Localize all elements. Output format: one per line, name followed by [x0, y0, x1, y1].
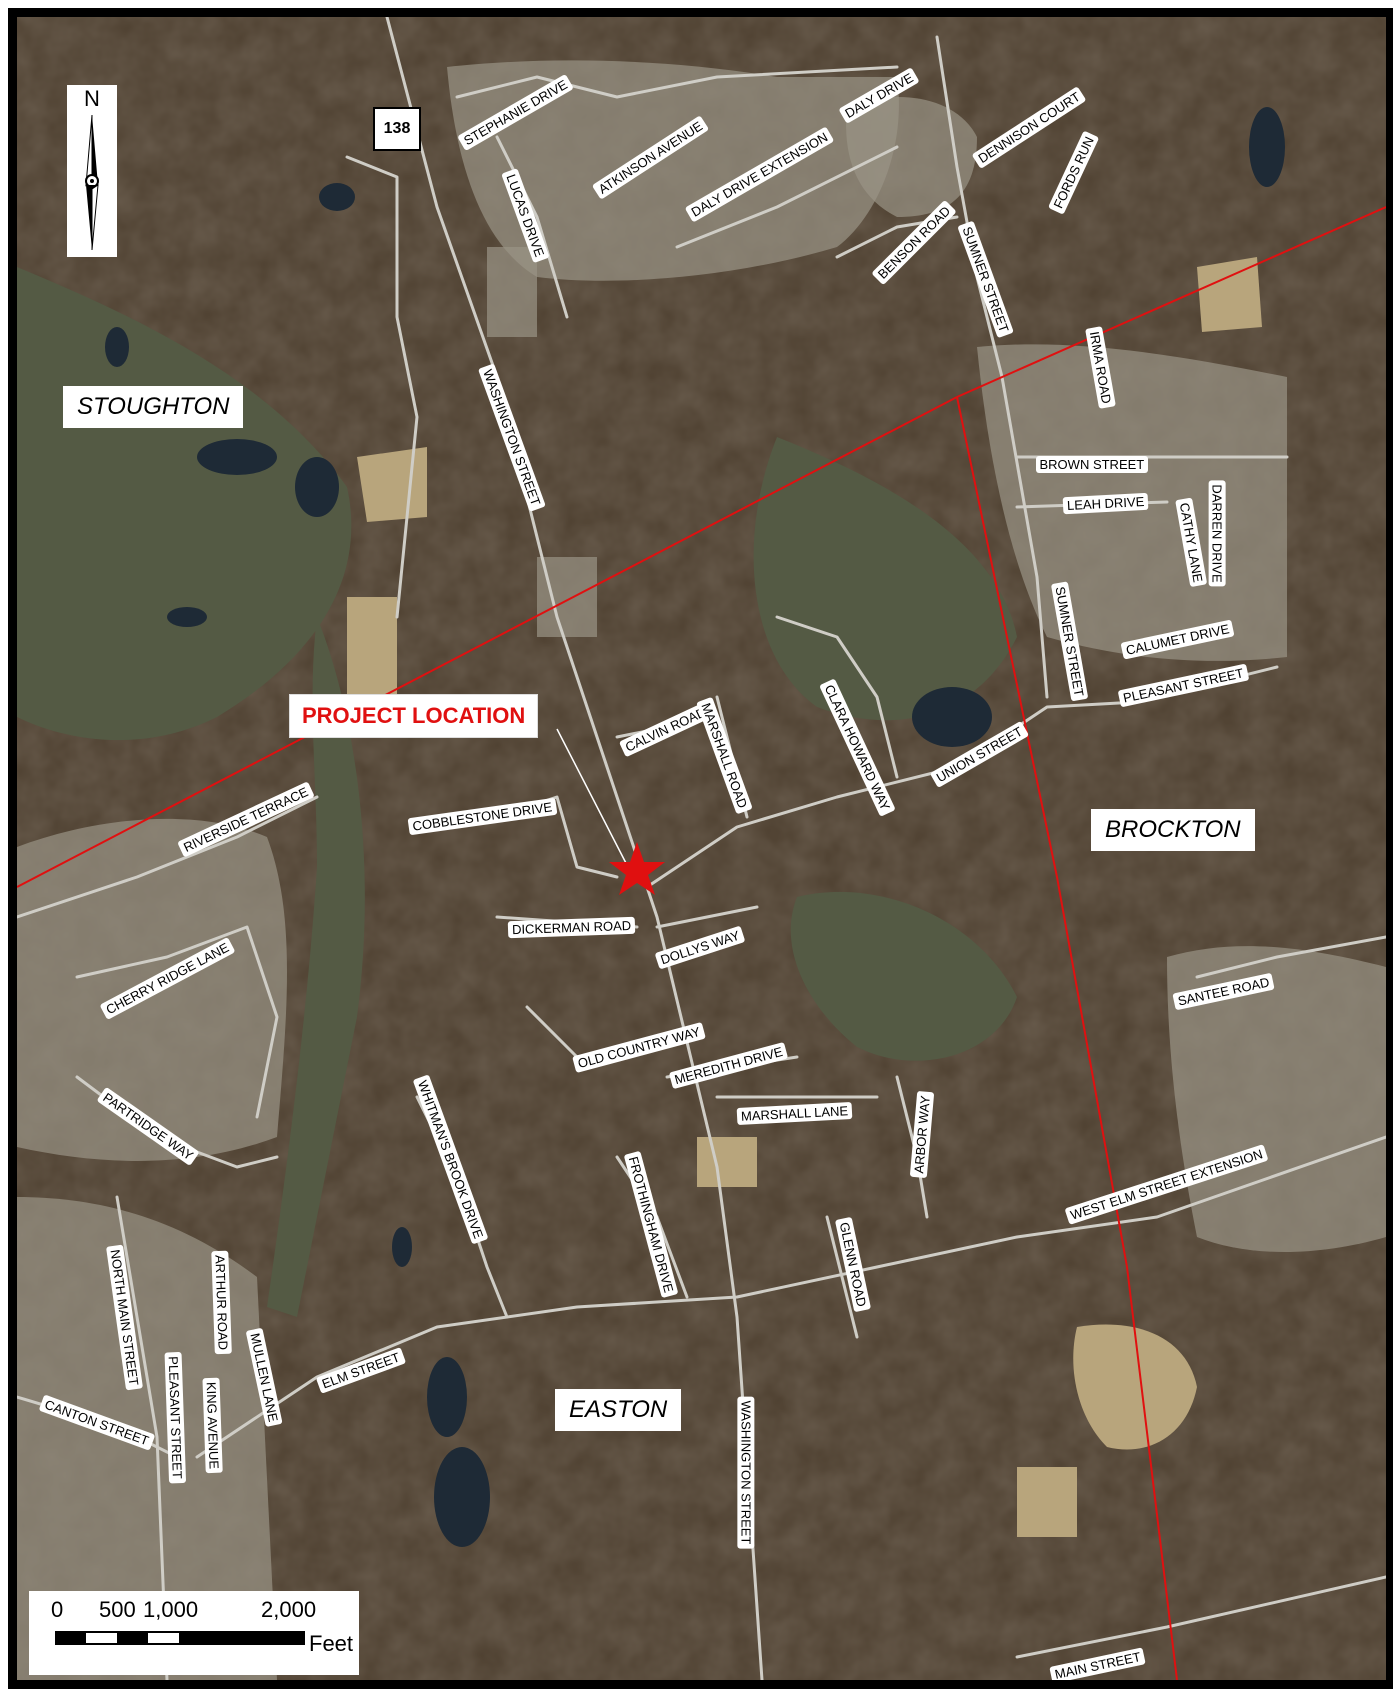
project-leader-line: [556, 728, 630, 870]
road-dollys: [655, 905, 759, 929]
project-location-label: PROJECT LOCATION: [289, 694, 539, 738]
scale-tick-500: 500: [99, 1597, 136, 1622]
road-cherry-ridge: [75, 925, 279, 1119]
wetland-areas: [17, 267, 1017, 1317]
boundary-brockton-easton: [956, 396, 1178, 1680]
street-label: KING AVENUE: [201, 1377, 223, 1473]
road-lucas: [495, 135, 569, 319]
north-letter: N: [84, 86, 100, 111]
road-santee: [1195, 935, 1386, 979]
road-elm-street: [195, 1135, 1386, 1459]
road-daly-ext: [675, 145, 899, 249]
scale-tick-1000: 1,000: [143, 1597, 199, 1622]
road-route-138-north: [345, 155, 419, 619]
town-label-stoughton: STOUGHTON: [63, 386, 244, 428]
road-sumner-street: [935, 35, 1049, 699]
town-boundaries: [17, 206, 1386, 1680]
scale-tick-0: 0: [51, 1597, 64, 1622]
scale-unit: Feet: [309, 1631, 354, 1656]
town-label-easton: EASTON: [555, 1389, 682, 1431]
north-arrow: N: [67, 85, 117, 257]
street-label: WASHINGTON STREET: [737, 1396, 755, 1548]
road-washington-street: [385, 17, 764, 1680]
town-label-brockton: BROCKTON: [1091, 809, 1255, 851]
scale-bar-graphic: [55, 1631, 305, 1645]
road-glenn: [825, 1215, 859, 1339]
north-arrow-icon: [85, 114, 99, 251]
road-main-street: [1015, 1575, 1386, 1659]
scale-bar: 0 500 1,000 2,000 Feet: [29, 1591, 359, 1675]
route-138-shield: 138: [373, 107, 421, 151]
street-label: DARREN DRIVE: [1208, 479, 1226, 587]
boundary-stoughton-easton: [17, 396, 958, 888]
road-clara-howard: [775, 615, 899, 779]
road-riverside-terrace: [17, 795, 319, 919]
red-star-icon[interactable]: [609, 842, 665, 895]
street-label: ARTHUR ROAD: [210, 1250, 232, 1354]
road-atkinson: [455, 65, 899, 99]
scale-tick-2000: 2,000: [261, 1597, 317, 1622]
street-label: BROWN STREET: [1035, 455, 1149, 473]
water-bodies: [105, 107, 1285, 1547]
boundary-stoughton-brockton: [956, 206, 1386, 398]
road-north-main-street: [115, 1195, 169, 1680]
